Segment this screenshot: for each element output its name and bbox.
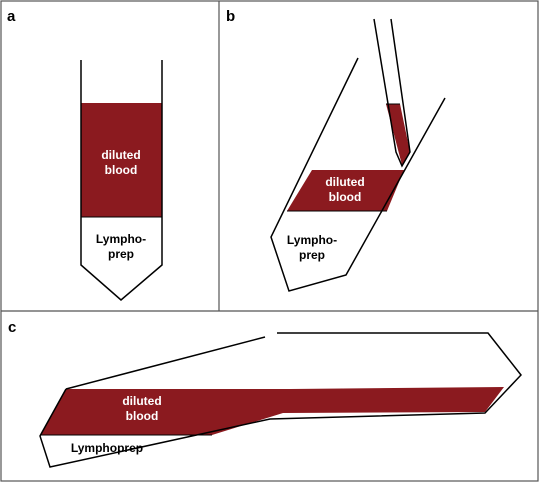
panel-a: a diluted blood Lympho- prep bbox=[7, 8, 163, 301]
panel-c: c diluted blood Lymphoprep bbox=[8, 319, 522, 468]
density-label-line-1: Lympho- bbox=[287, 233, 337, 247]
panel-b: b diluted blood Lympho- prep bbox=[226, 8, 446, 292]
panel-letter-b: b bbox=[226, 8, 235, 25]
density-label-line-2: prep bbox=[299, 248, 325, 262]
blood-label-line-2: blood bbox=[105, 163, 138, 177]
blood-label-line-1: diluted bbox=[122, 394, 161, 408]
tube-outline-main bbox=[39, 332, 522, 468]
blood-layer bbox=[287, 170, 404, 211]
panel-letter-c: c bbox=[8, 319, 16, 336]
pipette-blood bbox=[386, 104, 410, 165]
blood-label-line-2: blood bbox=[126, 409, 159, 423]
tube-outline-upper-left bbox=[65, 336, 266, 390]
tube-outline bbox=[270, 57, 446, 292]
blood-label-line-1: diluted bbox=[101, 148, 140, 162]
blood-layer bbox=[81, 103, 162, 217]
panel-letter-a: a bbox=[7, 8, 16, 25]
tube-outline bbox=[80, 60, 163, 301]
blood-label-line-2: blood bbox=[329, 190, 362, 204]
blood-layer bbox=[40, 387, 504, 435]
pipette-outline bbox=[373, 18, 411, 168]
density-label-line-2: prep bbox=[108, 247, 134, 261]
blood-label-line-1: diluted bbox=[325, 175, 364, 189]
density-label-line-1: Lympho- bbox=[96, 232, 146, 246]
density-label: Lymphoprep bbox=[71, 441, 143, 455]
